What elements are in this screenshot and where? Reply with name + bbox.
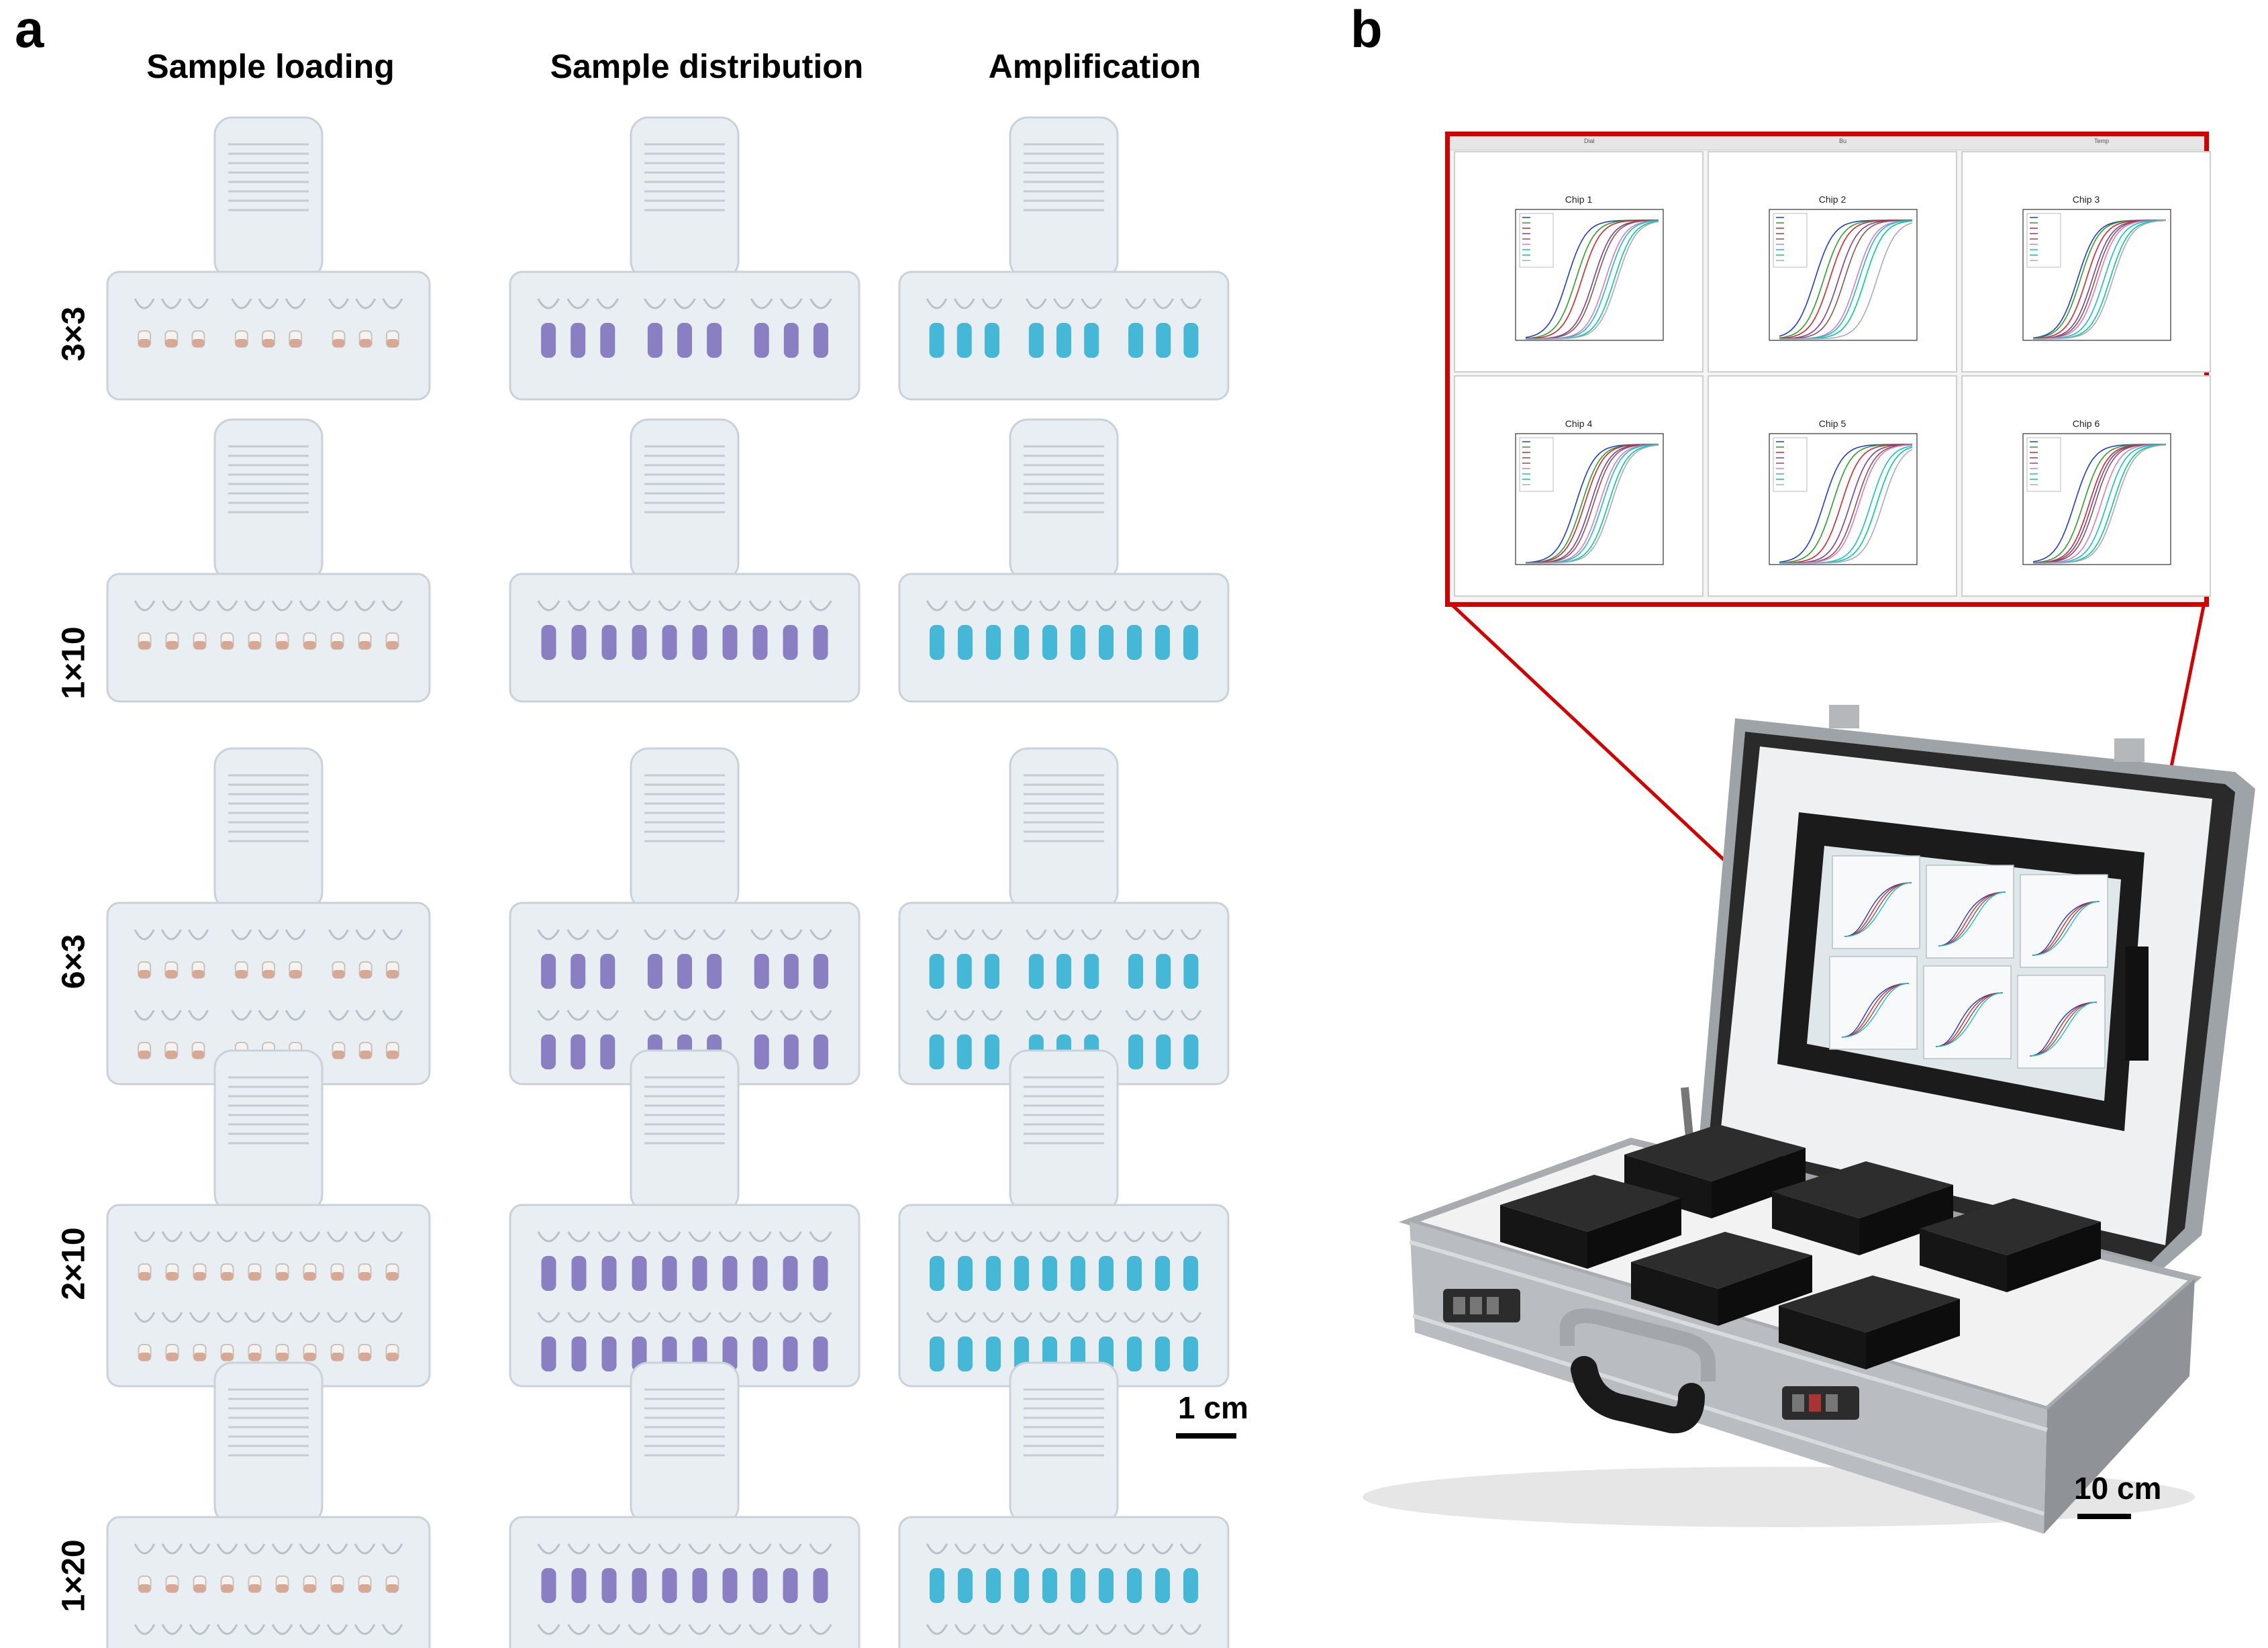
amplification-curve [1779, 444, 1912, 564]
scale-bar-10cm [2077, 1514, 2131, 1519]
plot-axes [1769, 433, 1918, 565]
chip-plot-6: Chip 6 [1961, 375, 2211, 597]
column-header-sample-distribution: Sample distribution [550, 48, 864, 85]
chip-1-1 [106, 116, 431, 401]
mini-curve [1935, 992, 2004, 1047]
mini-curve [1844, 882, 1912, 937]
chip-plot-curves [1769, 209, 1918, 341]
mini-curve [2032, 901, 2100, 956]
mini-plot-cell [1926, 865, 2014, 959]
mini-curve [1938, 891, 2006, 947]
amplification-curve [2032, 220, 2167, 340]
chip-3-1 [106, 747, 431, 1085]
chip-4-1 [106, 1049, 431, 1388]
chip-plot-title: Chip 3 [2072, 194, 2100, 205]
plot-axes [2022, 433, 2171, 565]
scale-bar-10cm-label: 10 cm [2074, 1471, 2162, 1506]
chip-plot-title: Chip 5 [1818, 418, 1846, 429]
chip-5-2 [509, 1361, 860, 1648]
chip-plot-2: Chip 2 [1708, 151, 1957, 373]
chip-2-1 [106, 418, 431, 703]
plot-axes [1769, 209, 1918, 341]
mini-plot-cell [1829, 956, 1918, 1050]
plot-axes [2022, 209, 2171, 341]
plot-axes [1515, 433, 1664, 565]
screen-zoom-inset: Dial Bu Temp Chip 1 Chip 2 Chip 3 Chip 4 Chi… [1445, 132, 2211, 607]
mini-curve [1841, 983, 1910, 1038]
mini-curve [2032, 901, 2100, 956]
panel-a-label: a [15, 0, 44, 58]
detection-module-4 [1500, 1175, 1681, 1269]
mini-curve [2029, 1002, 2098, 1057]
column-header-amplification: Amplification [988, 48, 1201, 85]
mini-curve [1935, 992, 2004, 1047]
scale-bar-1cm-label: 1 cm [1178, 1390, 1248, 1425]
mini-curve [2032, 901, 2100, 956]
chip-plot-curves [2022, 433, 2171, 565]
mini-curve [1844, 882, 1912, 937]
chip-plot-1: Chip 1 [1454, 151, 1704, 373]
amplification-curve [2033, 220, 2167, 340]
chip-plot-curves [1515, 433, 1664, 565]
device-screen-plots [1829, 855, 2108, 1069]
chip-1-3 [898, 116, 1230, 401]
detection-module-6 [1779, 1275, 1960, 1369]
mini-plot-cell [2020, 874, 2108, 968]
mini-curve [1844, 882, 1912, 937]
chip-3-3 [898, 747, 1230, 1085]
mini-plot-cell [1832, 855, 1920, 949]
chip-plot-title: Chip 2 [1818, 194, 1846, 205]
column-header-sample-loading: Sample loading [146, 48, 395, 85]
panel-b-label: b [1350, 0, 1383, 58]
mini-curve [2029, 1002, 2098, 1057]
mini-curve [2029, 1002, 2098, 1057]
screen-tab-bar: Dial Bu Temp [1450, 136, 2204, 150]
screen-tab-2: Bu [1839, 138, 1847, 144]
chip-3-2 [509, 747, 860, 1085]
mini-curve [1841, 983, 1910, 1038]
chip-plot-5: Chip 5 [1708, 375, 1957, 597]
chip-plot-curves [2022, 209, 2171, 341]
mini-plot-cell [1923, 965, 2012, 1059]
chip-plot-title: Chip 1 [1565, 194, 1593, 205]
chip-plot-curves [1769, 433, 1918, 565]
amplification-curve [1525, 220, 1659, 340]
chip-5-1 [106, 1361, 431, 1648]
chip-2-3 [898, 418, 1230, 703]
amplification-curve [1526, 221, 1659, 340]
microfluidic-chip-photo-grid [106, 116, 1230, 1648]
detection-module-2 [1772, 1161, 1953, 1255]
mini-curve [1841, 983, 1910, 1038]
amplification-curve [1779, 220, 1913, 340]
black-detection-modules [1500, 1124, 2101, 1369]
plot-axes [1515, 209, 1664, 341]
amplification-curve [1779, 448, 1913, 564]
chip-plot-curves [1515, 209, 1664, 341]
mini-curve [1935, 992, 2004, 1047]
detection-module-5 [1631, 1232, 1812, 1326]
chip-2-2 [509, 418, 860, 703]
detection-module-1 [1624, 1124, 1806, 1218]
mini-plot-cell [2017, 975, 2106, 1069]
chip-plot-title: Chip 4 [1565, 418, 1593, 429]
screen-tab-3: Temp [2094, 138, 2110, 144]
detection-module-3 [1920, 1198, 2101, 1292]
amplification-curve [1526, 444, 1659, 564]
chip-plot-4: Chip 4 [1454, 375, 1704, 597]
chip-1-2 [509, 116, 860, 401]
mini-curve [1938, 891, 2006, 947]
amplification-curve [2032, 444, 2166, 564]
amplification-curve [2033, 444, 2167, 564]
chip-plot-3: Chip 3 [1961, 151, 2211, 373]
chip-4-2 [509, 1049, 860, 1388]
chip-4-3 [898, 1049, 1230, 1388]
mini-curve [1938, 891, 2006, 947]
scale-bar-1cm [1176, 1433, 1236, 1439]
screen-tab-1: Dial [1584, 138, 1595, 144]
amplification-curve [1779, 222, 1913, 340]
chip-5-3 [898, 1361, 1230, 1648]
chip-plot-title: Chip 6 [2072, 418, 2100, 429]
